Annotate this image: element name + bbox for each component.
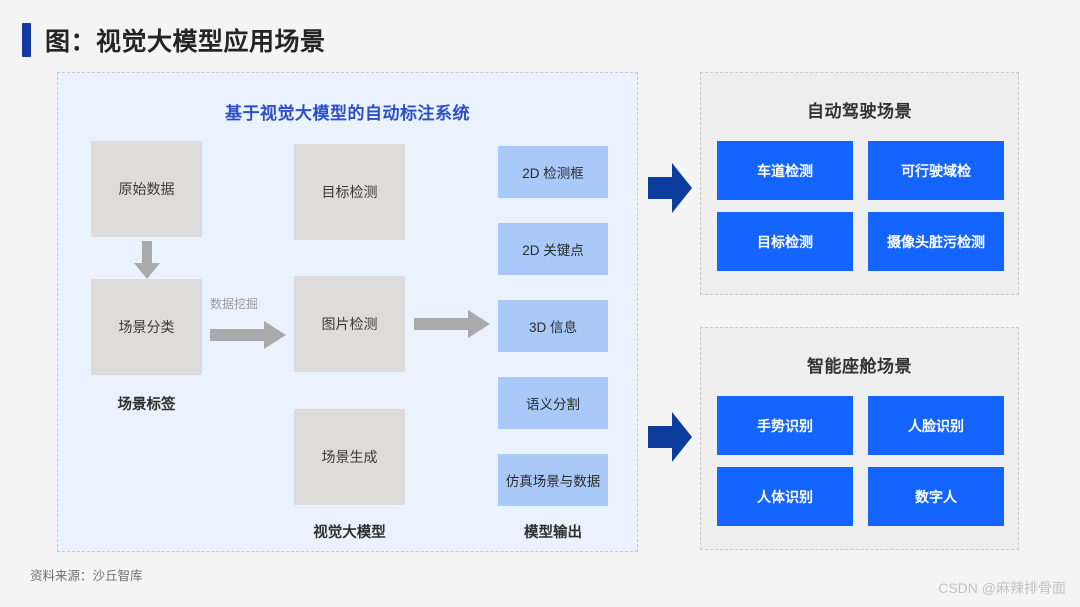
caption-vision-large-model: 视觉大模型 — [313, 525, 386, 541]
scene-tile-camera-soiling-detection[interactable]: 摄像头脏污检测 — [868, 212, 1004, 271]
scene-tile-gesture-recognition[interactable]: 手势识别 — [717, 396, 853, 455]
scene-tile-label: 数字人 — [915, 488, 957, 505]
scene-tile-label: 手势识别 — [757, 417, 813, 434]
scene-tile-label: 人体识别 — [757, 488, 813, 505]
scene-tile-face-recognition[interactable]: 人脸识别 — [868, 396, 1004, 455]
page-title: 图：视觉大模型应用场景 — [45, 28, 326, 56]
page-header: 图：视觉大模型应用场景 — [22, 22, 326, 58]
arrow-right-model-to-output — [414, 310, 490, 338]
output-box-simulation-scene-data[interactable]: 仿真场景与数据 — [498, 454, 608, 506]
smart-cabin-scene-panel: 智能座舱场景 手势识别 人脸识别 人体识别 数字人 — [700, 327, 1019, 550]
process-box-scene-classification[interactable]: 场景分类 — [91, 279, 202, 375]
scene-tile-label: 目标检测 — [757, 233, 813, 250]
process-box-label: 图片检测 — [321, 316, 378, 332]
scene-tile-lane-detection[interactable]: 车道检测 — [717, 141, 853, 200]
process-box-label: 场景分类 — [118, 319, 175, 335]
smart-cabin-panel-title: 智能座舱场景 — [807, 357, 912, 376]
arrow-right-data-mining — [210, 321, 286, 349]
scene-tile-label: 人脸识别 — [908, 417, 964, 434]
scene-tile-label: 车道检测 — [757, 162, 813, 179]
arrow-right-to-cabin — [648, 412, 692, 462]
output-box-label: 2D 关键点 — [522, 243, 584, 258]
scene-tile-drivable-area[interactable]: 可行驶域检 — [868, 141, 1004, 200]
caption-model-output: 模型输出 — [524, 525, 582, 541]
left-panel-title: 基于视觉大模型的自动标注系统 — [225, 104, 470, 123]
process-box-label: 原始数据 — [118, 181, 175, 197]
output-box-2d-bbox[interactable]: 2D 检测框 — [498, 146, 608, 198]
output-box-label: 3D 信息 — [528, 320, 577, 335]
output-box-label: 仿真场景与数据 — [505, 474, 601, 489]
process-box-image-detection[interactable]: 图片检测 — [294, 276, 405, 372]
output-box-semantic-segmentation[interactable]: 语义分割 — [498, 377, 608, 429]
autodriving-scene-panel: 自动驾驶场景 车道检测 可行驶域检 目标检测 摄像头脏污检测 — [700, 72, 1019, 295]
scene-tile-label: 摄像头脏污检测 — [887, 233, 985, 250]
scene-tile-digital-human[interactable]: 数字人 — [868, 467, 1004, 526]
caption-scene-label: 场景标签 — [117, 397, 176, 413]
process-box-scene-generation[interactable]: 场景生成 — [294, 409, 405, 505]
process-box-label: 场景生成 — [321, 449, 378, 465]
arrow-label-data-mining: 数据挖掘 — [210, 297, 259, 311]
output-box-2d-keypoint[interactable]: 2D 关键点 — [498, 223, 608, 275]
process-box-raw-data[interactable]: 原始数据 — [91, 141, 202, 237]
scene-tile-body-recognition[interactable]: 人体识别 — [717, 467, 853, 526]
process-box-label: 目标检测 — [321, 184, 378, 200]
auto-labeling-system-panel: 基于视觉大模型的自动标注系统 原始数据 场景分类 场景标签 数据挖掘 目标检测 … — [57, 72, 638, 552]
scene-tile-object-detection[interactable]: 目标检测 — [717, 212, 853, 271]
watermark: CSDN @麻辣排骨面 — [938, 580, 1066, 596]
arrow-down-raw-to-scene — [134, 241, 160, 279]
arrow-right-to-autodriving — [648, 163, 692, 213]
title-accent-bar — [22, 23, 31, 57]
source-note: 资料来源：沙丘智库 — [30, 569, 143, 583]
output-box-label: 2D 检测框 — [522, 166, 584, 181]
process-box-object-detection[interactable]: 目标检测 — [294, 144, 405, 240]
output-box-3d-info[interactable]: 3D 信息 — [498, 300, 608, 352]
autodriving-panel-title: 自动驾驶场景 — [807, 102, 912, 121]
scene-tile-label: 可行驶域检 — [901, 162, 971, 179]
output-box-label: 语义分割 — [526, 397, 580, 412]
